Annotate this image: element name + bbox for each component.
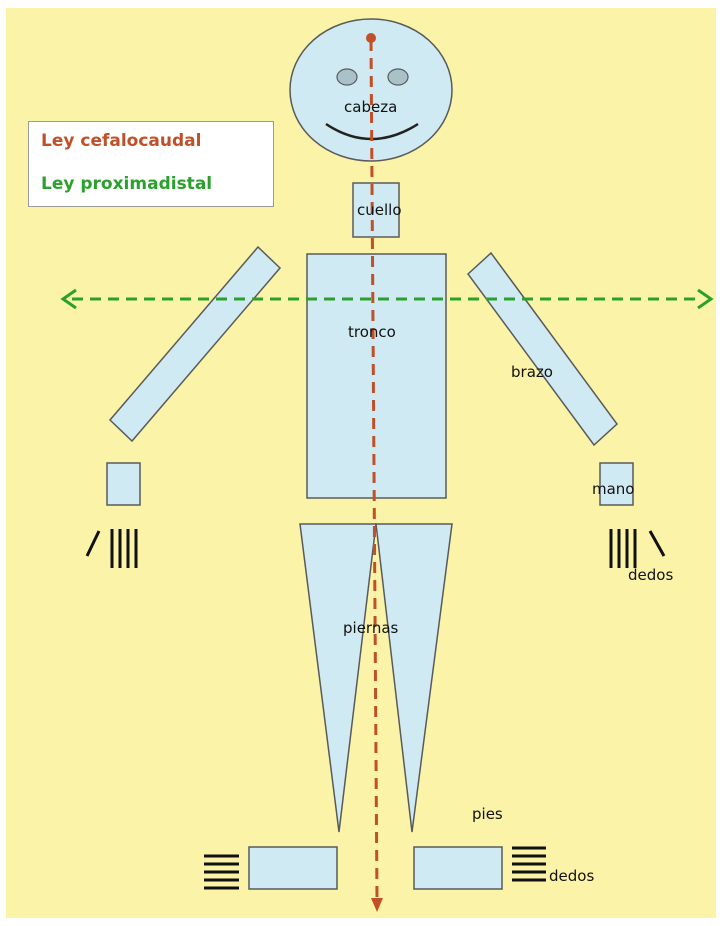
label-feet: pies (472, 805, 503, 823)
label-arm: brazo (511, 363, 553, 381)
label-trunk: tronco (348, 323, 396, 341)
left-foot-shape (249, 847, 337, 889)
legend-box: Ley cefalocaudal Ley proximadistal (28, 121, 274, 207)
legend-proximodistal: Ley proximadistal (41, 174, 212, 194)
right-leg-shape (376, 524, 452, 832)
label-neck: cuello (357, 201, 402, 219)
left-eye (337, 69, 357, 85)
label-hand: mano (592, 480, 635, 498)
legend-cephalocaudal: Ley cefalocaudal (41, 131, 201, 151)
right-toes (512, 848, 546, 880)
right-eye (388, 69, 408, 85)
right-foot-shape (414, 847, 502, 889)
left-arm-shape (110, 247, 280, 441)
right-arm-shape (468, 253, 617, 445)
label-head: cabeza (344, 98, 397, 116)
left-toes (204, 856, 239, 888)
left-hand-shape (107, 463, 140, 505)
label-legs: piernas (343, 619, 399, 637)
left-leg-shape (300, 524, 376, 832)
left-fingers (87, 529, 136, 568)
label-toes: dedos (549, 867, 594, 885)
right-fingers (611, 529, 664, 568)
label-fingers: dedos (628, 566, 673, 584)
trunk-shape (307, 254, 446, 498)
